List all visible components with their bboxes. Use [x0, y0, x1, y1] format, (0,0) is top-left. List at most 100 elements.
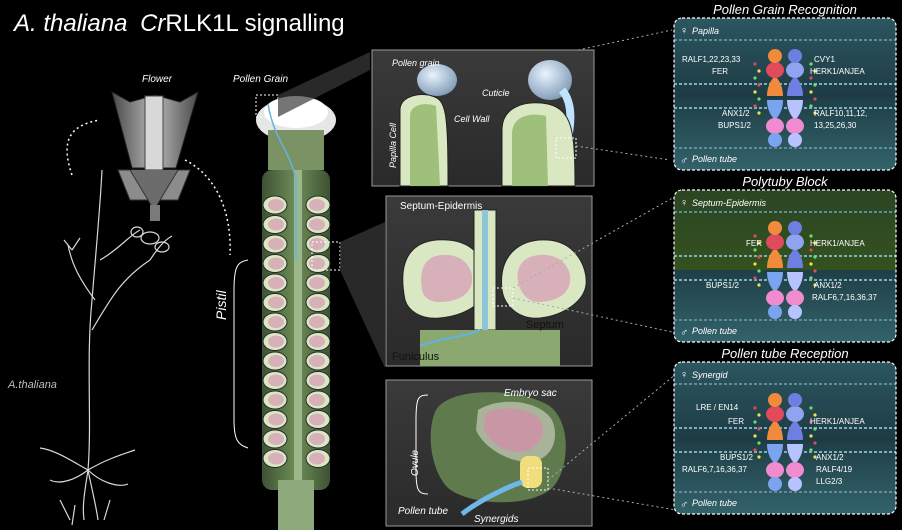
pistil-ovule	[305, 195, 331, 215]
female-symbol: ♀	[680, 197, 688, 209]
female-symbol: ♀	[680, 369, 688, 381]
panel-top-cell-label: Synergid	[692, 370, 729, 380]
papilla-cell-text: Papilla Cell	[388, 122, 398, 168]
fer-receptor-label: FER	[746, 239, 762, 248]
ovule-zoom-box	[385, 379, 593, 527]
pistil-brace	[233, 259, 249, 449]
pistil-ovule	[262, 254, 288, 273]
male-symbol: ♂	[680, 499, 688, 511]
pistil-ovule	[262, 312, 288, 332]
arabidopsis-plant-drawing	[39, 169, 173, 526]
signalling-panels: Pollen Grain Recognition♀Papilla♂Pollen …	[673, 2, 897, 515]
pistil-ovule	[262, 449, 288, 468]
pistil-ovule	[262, 390, 288, 410]
funiculus-text: Funiculus	[392, 351, 440, 363]
pistil-ovule	[305, 234, 331, 254]
pistil-ovule	[262, 293, 288, 312]
panel-top-cell-label: Septum-Epidermis	[692, 198, 767, 208]
panel-top-cell-label: Papilla	[692, 26, 719, 36]
herk1-anjea-receptor-label: HERK1/ANJEA	[810, 417, 865, 426]
pistil-ovule	[305, 390, 331, 410]
flower-to-pistil-arrow	[184, 159, 231, 256]
pollen-grain-label: Pollen Grain	[233, 74, 288, 85]
pistil-ovule	[305, 273, 331, 293]
panel-title: Polytuby Block	[742, 174, 829, 189]
signalling-panel: Pollen tube Reception ♀ Synergid ♂ Pollen tu…	[673, 346, 897, 515]
species-label: A.thaliana	[7, 379, 57, 391]
connector-ovule	[547, 373, 677, 511]
ralf-peptides-label: RALF1,22,23,33	[682, 55, 741, 64]
fer-receptor-label: FER	[728, 417, 744, 426]
pistil-ovule	[305, 351, 331, 371]
pistil-label: Pistil	[213, 290, 229, 320]
pistil-ovule	[262, 195, 288, 215]
bups-receptor-label: BUPS1/2	[718, 121, 751, 130]
female-symbol: ♀	[680, 25, 688, 37]
llg-label: LLG2/3	[816, 477, 843, 486]
pistil-ovule	[305, 254, 331, 273]
lre-en14-label: LRE / EN14	[696, 403, 739, 412]
panel-title: Pollen tube Reception	[721, 346, 848, 361]
fer-receptor-label: FER	[712, 67, 728, 76]
pistil-ovule	[262, 215, 288, 234]
pollen-tube-text: Pollen tube	[398, 506, 448, 517]
embryo-sac-text: Embryo sac	[504, 388, 557, 399]
septum-text: Septum	[526, 319, 564, 331]
pistil-illustration	[255, 94, 341, 530]
pistil-ovule	[305, 215, 331, 234]
pistil-ovule	[305, 371, 331, 390]
pistil-ovule	[262, 351, 288, 371]
bups-receptor-label: BUPS1/2	[706, 281, 739, 290]
ralf-peptides-label: 13,25,26,30	[814, 121, 857, 130]
male-symbol: ♂	[680, 155, 688, 167]
flower-label: Flower	[142, 74, 173, 85]
panel-title: Pollen Grain Recognition	[713, 2, 857, 17]
male-symbol: ♂	[680, 327, 688, 339]
connector-papilla	[575, 29, 673, 161]
anx-receptor-label: ANX1/2	[814, 281, 842, 290]
pistil-ovule	[305, 312, 331, 332]
cuticle-text: Cuticle	[482, 88, 510, 98]
anx-receptor-label: ANX1/2	[722, 109, 750, 118]
main-title: A. thaliana CrRLK1L signalling	[12, 10, 345, 37]
pistil-ovule	[262, 429, 288, 449]
ovule-text: Ovule	[410, 449, 421, 476]
title-suffix: RLK1L signalling	[165, 10, 344, 37]
connector-septum	[512, 195, 677, 333]
pistil-ovule	[262, 234, 288, 254]
ovule-rows	[262, 195, 331, 468]
signalling-panel: Pollen Grain Recognition♀Papilla♂Pollen …	[673, 2, 897, 171]
pistil-ovule	[262, 371, 288, 390]
pistil-ovule	[305, 410, 331, 429]
ralf-peptides-label: RALF6,7,16,36,37	[682, 465, 747, 474]
cvy1-receptor-label: CVY1	[814, 55, 835, 64]
pistil-ovule	[305, 293, 331, 312]
panel-bottom-cell-label: Pollen tube	[692, 498, 737, 508]
title-prefix: Cr	[140, 10, 166, 37]
ralf-peptides-label: RALF10,11,12,	[814, 109, 867, 118]
ralf-peptides-label: RALF4/19	[816, 465, 853, 474]
flower-illustration	[111, 90, 199, 221]
plant-to-flower-arrow	[66, 119, 101, 176]
herk1-anjea-receptor-label: HERK1/ANJEA	[810, 239, 865, 248]
pistil-ovule	[305, 332, 331, 351]
pollen-grain-text: Pollen grain	[392, 58, 440, 68]
septum-epidermis-text: Septum-Epidermis	[400, 201, 482, 212]
pistil-ovule	[262, 332, 288, 351]
pistil-ovule	[262, 273, 288, 293]
pistil-ovule	[305, 449, 331, 468]
pistil-ovule	[305, 429, 331, 449]
synergids-text: Synergids	[474, 514, 518, 525]
title-species: A. thaliana	[12, 10, 127, 37]
bups-receptor-label: BUPS1/2	[720, 453, 753, 462]
ralf-peptides-label: RALF6,7,16,36,37	[812, 293, 877, 302]
cell-wall-text: Cell Wall	[454, 114, 490, 124]
panel-bottom-cell-label: Pollen tube	[692, 326, 737, 336]
signalling-panel: Polytuby Block ♀ Septum-Epidermis ♂ Pollen t…	[673, 174, 897, 343]
anx-receptor-label: ANX1/2	[816, 453, 844, 462]
septum-zoom-box	[340, 195, 593, 368]
papilla-zoom-box	[278, 49, 595, 187]
pistil-ovule	[262, 410, 288, 429]
herk1-anjea-receptor-label: HERK1/ANJEA	[810, 67, 865, 76]
